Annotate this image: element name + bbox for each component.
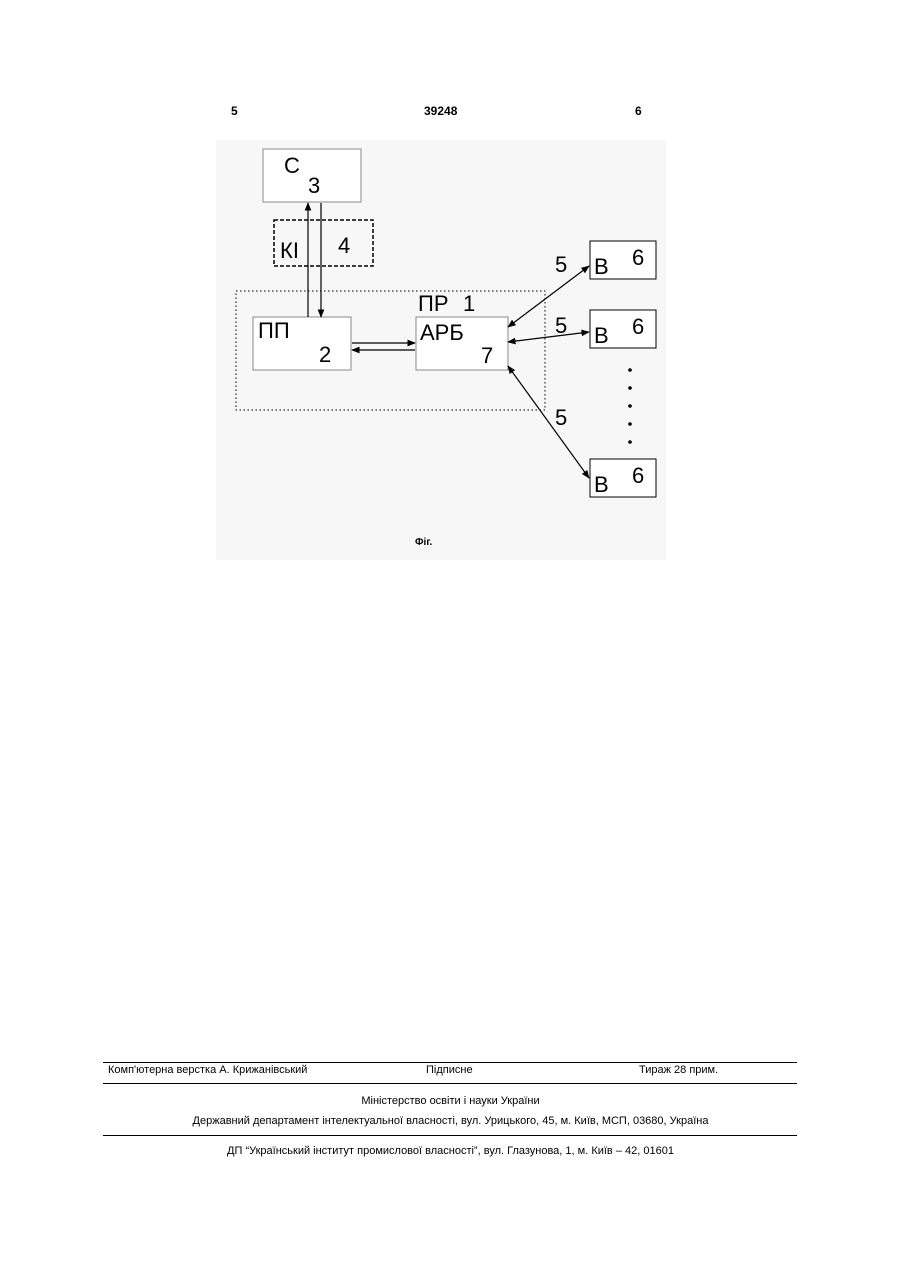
link-arrow bbox=[508, 332, 589, 342]
arb-letter: АРБ bbox=[420, 320, 464, 345]
footer-ministry: Міністерство освіти і науки України bbox=[0, 1095, 901, 1107]
ellipsis-dots bbox=[628, 368, 632, 444]
device-letter: В bbox=[594, 323, 609, 348]
device-number: 6 bbox=[632, 314, 644, 339]
footer-rule-bottom bbox=[103, 1135, 797, 1136]
channel-number: 4 bbox=[338, 233, 350, 258]
footer-circulation: Тираж 28 прим. bbox=[639, 1064, 718, 1076]
footer-department: Державний департамент інтелектуальної вл… bbox=[0, 1115, 901, 1127]
device-number: 6 bbox=[632, 245, 644, 270]
footer-composer: Комп'ютерна верстка А. Крижанівський bbox=[108, 1064, 307, 1076]
link-label: 5 bbox=[555, 313, 567, 338]
device-letter: В bbox=[594, 254, 609, 279]
footer-institute: ДП “Український інститут промислової вла… bbox=[0, 1145, 901, 1157]
device-letter: В bbox=[594, 472, 609, 497]
processor-letter: ПР bbox=[418, 291, 449, 316]
pp-number: 2 bbox=[319, 342, 331, 367]
arb-number: 7 bbox=[481, 343, 493, 368]
link-arrow bbox=[508, 366, 589, 478]
device-number: 6 bbox=[632, 463, 644, 488]
server-number: 3 bbox=[308, 173, 320, 198]
link-label: 5 bbox=[555, 405, 567, 430]
footer-rule-middle bbox=[103, 1083, 797, 1084]
channel-letter: КІ bbox=[280, 238, 299, 263]
block-diagram: С 3 КІ 4 ПР 1 ПП 2 АРБ 7 В 6 В 6 В 6 5 5… bbox=[0, 0, 901, 600]
processor-number: 1 bbox=[463, 291, 475, 316]
link-arrow bbox=[508, 266, 589, 327]
server-letter: С bbox=[284, 153, 300, 178]
link-label: 5 bbox=[555, 252, 567, 277]
figure-caption: Фіг. bbox=[415, 537, 432, 548]
footer-rule-top bbox=[103, 1062, 797, 1063]
pp-letter: ПП bbox=[258, 318, 290, 343]
footer-signed: Підписне bbox=[426, 1064, 473, 1076]
